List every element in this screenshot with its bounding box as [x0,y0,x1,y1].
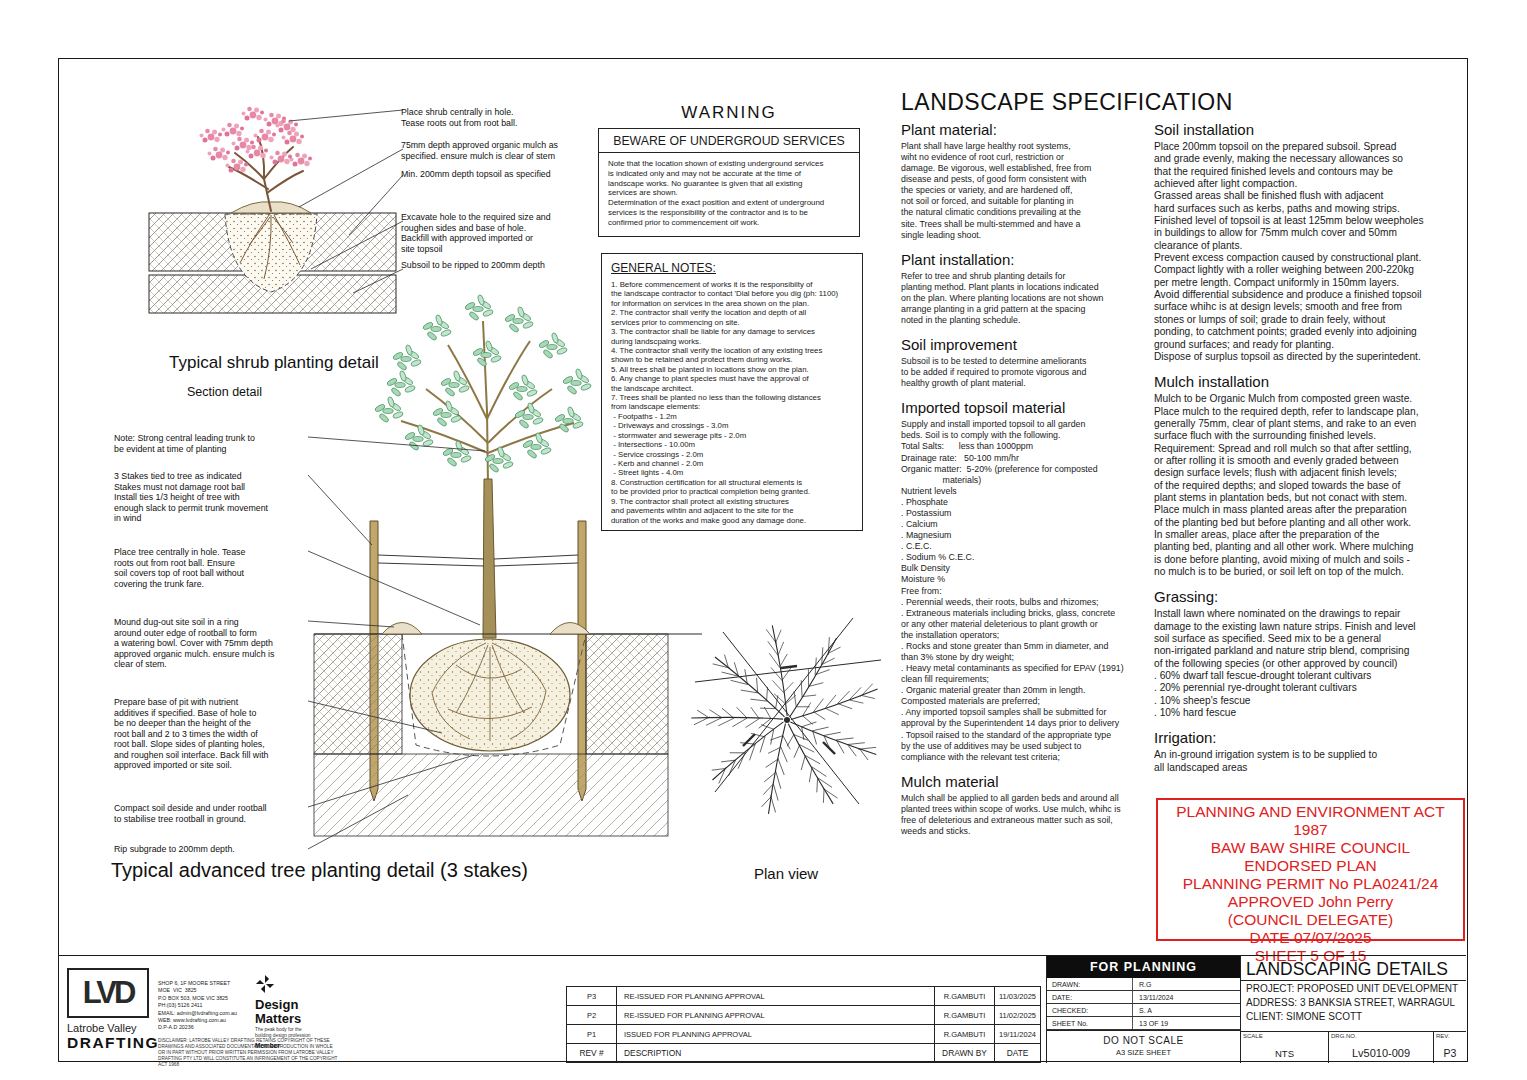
endorsement-stamp: PLANNING AND ENVIRONMENT ACT 1987 BAW BA… [1156,798,1465,941]
tree-annotation-place-tree: Place tree centrally in hole. Tease root… [114,547,245,589]
revision-label: REV. [1436,1033,1449,1039]
meta-label: SHEET No. [1047,1017,1133,1029]
shrub-detail-subtitle: Section detail [187,385,262,399]
sheet-title: LANDSCAPING DETAILS [1241,956,1466,981]
scale-value: NTS [1241,1048,1328,1059]
for-planning-banner: FOR PLANNING [1047,956,1240,978]
spec-heading: Imported topsoil material [901,399,1153,416]
rev-header-number: REV # [567,1044,617,1062]
general-notes-title: GENERAL NOTES: [611,261,853,275]
tree-plan-drawing [681,596,896,851]
rev-drawn-by: R.GAMBUTI [935,1006,995,1024]
stamp-line: PLANNING AND ENVIRONMENT ACT 1987 [1158,803,1463,839]
tree-annotation-rip-subgrade: Rip subgrade to 200mm depth. [114,844,235,855]
spec-heading: Mulch material [901,773,1153,790]
client-line: CLIENT: SIMONE SCOTT [1241,1009,1466,1023]
spec-body: An in-ground irrigation system is to be … [1154,749,1466,774]
tree-annotation-leader-trunk: Note: Strong central leading trunk to be… [114,433,255,454]
shrub-annotation-subsoil: Subsoil to be ripped to 200mm depth [401,260,545,271]
design-matters-logo [255,974,275,994]
rev-description: RE-ISSUED FOR PLANNING APPROVAL [617,1006,935,1024]
design-matters-member: Member [255,1042,345,1049]
rev-number: P2 [567,1006,617,1024]
scale-label: SCALE [1243,1033,1263,1039]
rev-date: 11/02/2025 [995,1006,1040,1024]
lvd-logo-line2: DRAFTING [67,1034,159,1052]
spec-section-plant-installation: Plant installation: Refer to tree and sh… [901,251,1153,326]
do-not-scale-text: DO NOT SCALE [1047,1035,1240,1046]
design-matters-block: Design Matters The peak body for the bui… [255,974,345,1049]
spec-body: Install lawn where nominated on the draw… [1154,608,1466,719]
spec-heading: Irrigation: [1154,729,1466,746]
stamp-line: PLANNING PERMIT No PLA0241/24 [1158,875,1463,893]
rev-description: RE-ISSUED FOR PLANNING APPROVAL [617,987,935,1005]
drawing-number-cell: DRG.NO. Lv5010-009 [1329,1032,1434,1063]
watering-bowl-left [382,623,422,635]
spec-section-imported-topsoil: Imported topsoil material Supply and ins… [901,399,1153,762]
design-matters-name2: Matters [255,1012,345,1026]
shrub-annotation-topsoil: Min. 200mm depth topsoil as specified [401,169,551,180]
stamp-line: ENDORSED PLAN [1158,857,1463,875]
spec-heading: Grassing: [1154,588,1466,605]
meta-label: DATE: [1047,991,1133,1003]
spec-section-irrigation: Irrigation: An in-ground irrigation syst… [1154,729,1466,774]
meta-row-sheet: SHEET No. 13 OF 19 [1047,1017,1240,1030]
landscape-specification-title: LANDSCAPE SPECIFICATION [901,89,1233,116]
rev-drawn-by: R.GAMBUTI [935,987,995,1005]
rev-drawn-by: R.GAMBUTI [935,1025,995,1043]
rev-header-date: DATE [995,1044,1040,1062]
tree-section-drawing [306,293,711,868]
spec-section-grassing: Grassing: Install lawn where nominated o… [1154,588,1466,719]
spec-body: Place 200mm topsoil on the prepared subs… [1154,141,1466,363]
project-line: PROJECT: PROPOSED UNIT DEVELOPMENT [1241,981,1466,995]
revision-header-row: REV # DESCRIPTION DRAWN BY DATE [567,1044,1040,1062]
meta-value: 13 OF 19 [1133,1020,1168,1027]
meta-row-drawn: DRAWN: R.G [1047,978,1240,991]
meta-row-checked: CHECKED: S. A [1047,1004,1240,1017]
revision-cell: REV. P3 [1434,1032,1466,1063]
stamp-line: DATE 07/07/2025 [1158,929,1463,947]
do-not-scale-box: DO NOT SCALE A3 SIZE SHEET [1047,1030,1240,1063]
title-block-bottom-strip: SCALE NTS DRG.NO. Lv5010-009 REV. P3 [1241,1031,1466,1063]
shrub-annotation-excavate: Excavate hole to the required size and r… [401,212,551,254]
spec-section-soil-improvement: Soil improvement Subsoil is to be tested… [901,336,1153,389]
sheet-size-text: A3 SIZE SHEET [1047,1048,1240,1057]
spec-section-mulch-material: Mulch material Mulch shall be applied to… [901,773,1153,837]
spec-heading: Soil improvement [901,336,1153,353]
spec-section-mulch-installation: Mulch installation Mulch to be Organic M… [1154,373,1466,578]
warning-box: BEWARE OF UNDERGROUD SERVICES Note that … [598,128,860,237]
spec-column-left: Plant material: Plant shall have large h… [901,121,1153,847]
scale-cell: SCALE NTS [1241,1032,1329,1063]
warning-body: Note that the location shown of existing… [599,153,859,236]
warning-title: WARNING [598,103,860,123]
rev-number: P3 [567,987,617,1005]
meta-label: DRAWN: [1047,978,1133,990]
meta-value: 13/11/2024 [1133,994,1174,1001]
spec-heading: Soil installation [1154,121,1466,138]
rev-description: ISSUED FOR PLANNING APPROVAL [617,1025,935,1043]
rev-date: 19/11/2024 [995,1025,1040,1043]
sheet-border-frame: Place shrub centrally in hole. Tease roo… [58,58,1468,1062]
spec-body: Subsoil is to be tested to determine ame… [901,356,1153,389]
title-block: LVD Latrobe Valley DRAFTING SHOP 6, 1F M… [59,955,1466,1062]
tree-annotation-pit-base: Prepare base of pit with nutrient additi… [114,697,269,771]
tree-annotation-stakes: 3 Stakes tied to tree as indicated Stake… [114,471,268,524]
drawing-number-value: Lv5010-009 [1329,1047,1433,1059]
spec-body: Plant shall have large healthy root syst… [901,141,1153,241]
stamp-line: BAW BAW SHIRE COUNCIL [1158,839,1463,857]
company-address: SHOP 6, 1F MOORE STREET MOE VIC 3825 P.O… [158,980,250,1032]
meta-value: R.G [1133,981,1151,988]
spec-section-soil-installation: Soil installation Place 200mm topsoil on… [1154,121,1466,363]
revision-table: P3 RE-ISSUED FOR PLANNING APPROVAL R.GAM… [566,986,1041,1063]
address-line: ADDRESS: 3 BANKSIA STREET, WARRAGUL [1241,995,1466,1009]
spec-column-right: Soil installation Place 200mm topsoil on… [1154,121,1466,784]
revision-value: P3 [1434,1047,1466,1059]
rev-header-description: DESCRIPTION [617,1044,935,1062]
tree-annotation-mound: Mound dug-out site soil in a ring around… [114,617,274,670]
warning-panel: WARNING BEWARE OF UNDERGROUD SERVICES No… [598,103,860,237]
tree-detail-title: Typical advanced tree planting detail (3… [111,859,528,882]
spec-heading: Plant installation: [901,251,1153,268]
spec-section-plant-material: Plant material: Plant shall have large h… [901,121,1153,241]
revision-row-p2: P2 RE-ISSUED FOR PLANNING APPROVAL R.GAM… [567,1006,1040,1025]
